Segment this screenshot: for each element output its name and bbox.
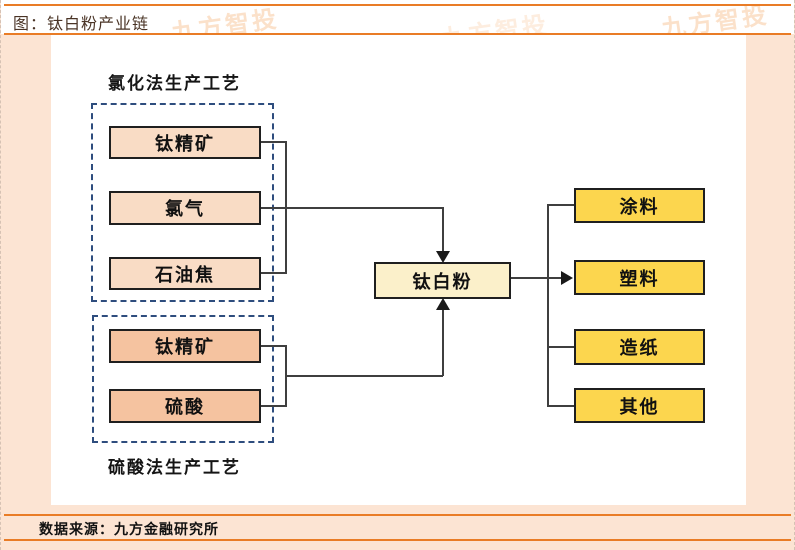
app-box-papermaking: 造纸 (574, 329, 705, 365)
input-box-titanium-ore-chloride: 钛精矿 (109, 126, 261, 159)
product-box-titanium-dioxide: 钛白粉 (374, 262, 511, 299)
input-box-petroleum-coke: 石油焦 (109, 257, 261, 290)
input-box-sulfuric-acid: 硫酸 (109, 389, 261, 423)
app-box-coatings: 涂料 (574, 188, 705, 223)
arrow-right-icon (561, 271, 573, 285)
input-box-titanium-ore-sulfate: 钛精矿 (109, 329, 261, 363)
data-source-text: 数据来源：九方金融研究所 (39, 521, 219, 537)
app-box-plastics: 塑料 (574, 260, 705, 295)
sulfate-process-label: 硫酸法生产工艺 (108, 458, 241, 477)
input-box-chlorine: 氯气 (109, 191, 261, 225)
sulfate-process-group (92, 315, 274, 443)
title-divider-line (4, 33, 791, 35)
figure-title: 图：钛白粉产业链 (13, 16, 150, 33)
chloride-process-group (91, 103, 274, 302)
top-divider-line (4, 4, 791, 6)
app-box-others: 其他 (574, 388, 705, 423)
footer-bottom-line (4, 539, 791, 541)
footer-top-line (4, 514, 791, 516)
arrow-up-icon (436, 298, 450, 310)
arrow-down-icon (436, 251, 450, 263)
chloride-process-label: 氯化法生产工艺 (108, 74, 241, 93)
flow-lines (261, 141, 574, 407)
